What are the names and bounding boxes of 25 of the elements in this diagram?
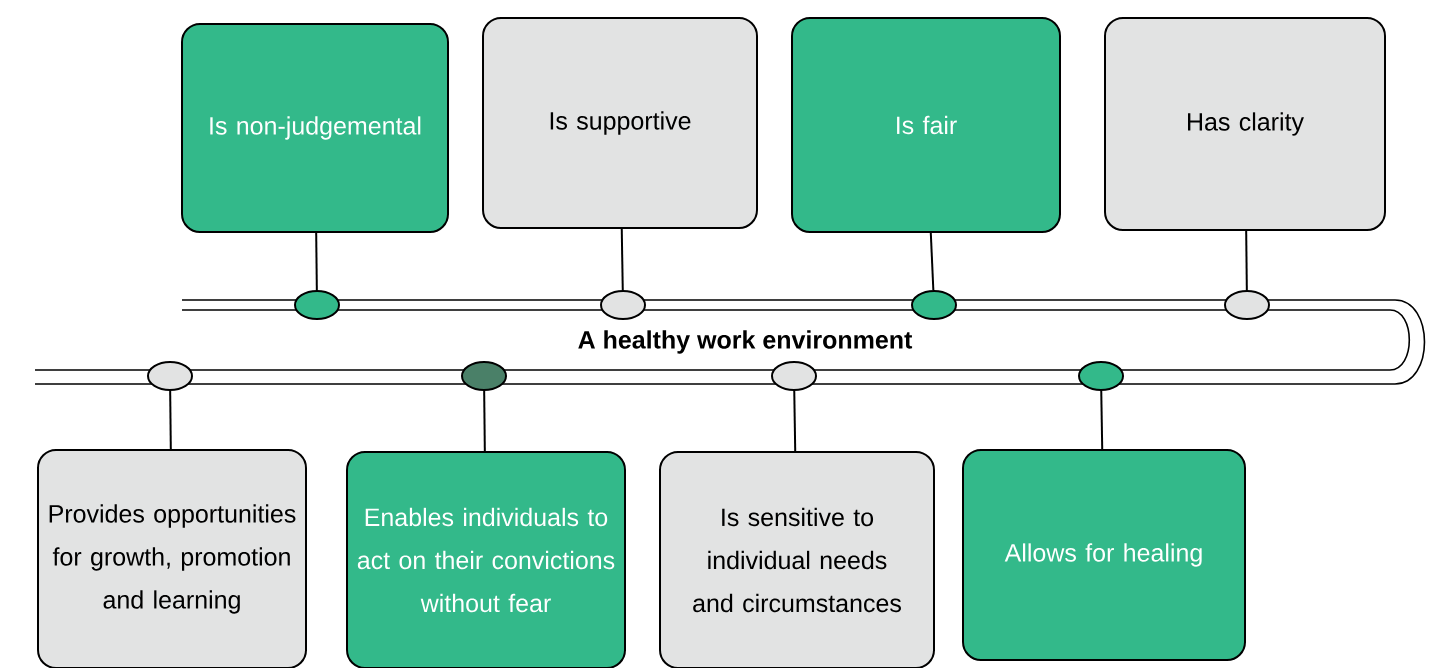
card: Provides opportunities for growth, promotion and learning (37, 449, 307, 668)
card: Is non-judgemental (181, 23, 449, 233)
timeline-dot (147, 361, 193, 391)
card: Allows for healing (962, 449, 1246, 661)
connector-line (620, 228, 624, 291)
card: Enables individuals to act on their convictions without fear (346, 451, 626, 668)
connector-line (483, 390, 486, 452)
connector-line (929, 232, 935, 291)
timeline-dot (461, 361, 507, 391)
timeline-dot (294, 290, 340, 320)
timeline-dot (1078, 361, 1124, 391)
timeline-dot (1224, 290, 1270, 320)
connector-line (1245, 230, 1248, 291)
card: Is sensitive to individual needs and circumstances (659, 451, 935, 668)
connector-line (169, 390, 172, 450)
connector-line (315, 232, 318, 291)
card: Has clarity (1104, 17, 1386, 231)
timeline-dot (771, 361, 817, 391)
connector-line (793, 390, 797, 452)
card: Is fair (791, 17, 1061, 233)
card: Is supportive (482, 17, 758, 229)
connector-line (1100, 390, 1104, 450)
timeline-dot (600, 290, 646, 320)
title: A healthy work environment (578, 330, 913, 354)
timeline-dot (911, 290, 957, 320)
